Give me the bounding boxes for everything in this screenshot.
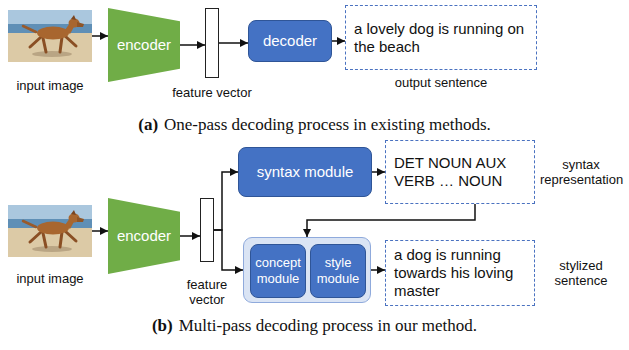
arrow-connector [92,35,108,37]
arrow-connector [332,40,345,42]
node-label: input image [0,271,100,286]
subfigure-tag: (b) [152,316,173,335]
module-box: style module [310,244,366,298]
node-label: output sentence [361,75,521,90]
sentence-box: DET NOUN AUX VERB … NOUNsyntax represent… [385,140,535,204]
encoder-shape [108,8,180,82]
sentence-box: a lovely dog is running on the beachoutp… [345,5,537,70]
encoder-shape [108,198,180,274]
node-text: decoder [263,32,317,50]
module-box: syntax module [238,147,372,197]
subfigure-caption: (a) One-pass decoding process in existing… [0,115,629,135]
node-text: concept module [254,255,302,286]
encoder-trapezoid: encoder [108,198,180,274]
dog-photo [8,10,92,62]
arrow-connector [214,172,238,230]
node-text: encoder [117,36,171,54]
arrow-connector [307,204,475,237]
arrow-connector [219,42,248,44]
arrow-connector [92,230,108,232]
node-text: encoder [117,227,171,245]
arrow-connector [372,171,385,173]
input-image: input image [8,10,92,62]
node-text: a lovely dog is running on the beach [354,20,528,56]
input-image: input image [8,205,92,257]
sentence-box: a dog is running towards his loving mast… [385,240,535,306]
arrow-connector [214,230,243,270]
arrow-connector [371,269,385,271]
node-label: stylized sentence [540,258,622,288]
node-text: style module [314,255,362,286]
module-group: concept module style module [243,237,371,303]
module-box: decoder [248,20,332,62]
caption-text: One-pass decoding process in existing me… [164,115,491,134]
dog-photo [8,205,92,257]
arrow-connector [180,44,205,46]
subfigure-tag: (a) [138,115,158,134]
feature-vector-bar: feature vector [205,8,219,78]
caption-text: Multi-pass decoding process in our metho… [179,316,477,335]
node-label: syntax representation [540,157,622,187]
encoder-trapezoid: encoder [108,8,180,82]
node-label: feature vector [181,277,233,307]
module-box: concept module [250,244,306,298]
node-text: DET NOUN AUX VERB … NOUN [394,154,526,190]
node-label: input image [0,78,100,93]
subfigure-caption: (b) Multi-pass decoding process in our me… [0,316,629,336]
node-text: a dog is running towards his loving mast… [394,246,526,300]
arrow-connector [180,235,200,237]
node-text: syntax module [257,163,354,181]
feature-vector-bar: feature vector [200,198,214,262]
node-label: feature vector [157,85,267,100]
